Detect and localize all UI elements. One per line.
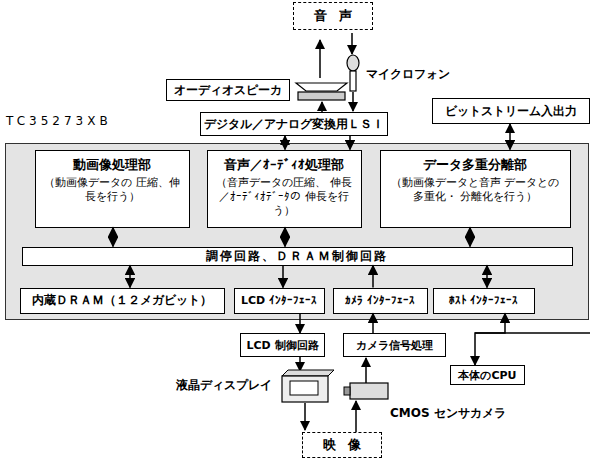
- mic-wire: [352, 92, 354, 111]
- external-dashed-box: 音声: [293, 2, 373, 30]
- node-title: カメラ信号処理: [356, 338, 433, 353]
- node-title: ｶﾒﾗ ｲﾝﾀｰﾌｪｰｽ: [345, 294, 415, 307]
- chip-block: TC35273XB動画像処理部（動画像データの 圧縮、伸長を行う）音声／ｵｰﾃﾞ…: [5, 143, 589, 320]
- circuit-box: LCD 制御回路: [240, 333, 325, 357]
- component-label: マイクロフォン: [366, 66, 450, 83]
- node-title: 本体のCPU: [458, 368, 516, 383]
- process-box: 動画像処理部 （動画像データの 圧縮、伸長を行う）: [35, 150, 190, 228]
- node-title: 映像: [311, 436, 373, 454]
- microphone-symbol: [347, 55, 359, 91]
- display-wire: [299, 357, 301, 371]
- camera-symbol: [344, 383, 388, 399]
- node-title: オーディオスピーカ: [174, 82, 282, 99]
- interface-box: ﾎｽﾄ ｲﾝﾀｰﾌｪｰｽ: [433, 288, 535, 314]
- circuit-box: カメラ信号処理: [343, 333, 446, 357]
- io-box: ビットストリーム入出力: [432, 98, 590, 124]
- lsi-box: デジタル／アナログ変換用ＬＳＩ: [200, 112, 388, 136]
- node-description: （動画像データの 圧縮、伸長を行う）: [42, 176, 183, 204]
- sound-in-arrow: [351, 33, 353, 54]
- node-description: （動画像データと音声 データとの多重化・ 分離化を行う）: [387, 176, 564, 204]
- node-description: （音声データの圧縮、 伸長／ｵｰﾃﾞｨｵﾃﾞｰﾀの 伸長を行う）: [214, 176, 355, 218]
- image-out-arrow: [304, 403, 306, 430]
- device-box: オーディオスピーカ: [166, 79, 290, 101]
- node-title: デジタル／アナログ変換用ＬＳＩ: [204, 116, 384, 133]
- node-title: 調停回路、ＤＲＡＭ制御回路: [206, 248, 388, 265]
- sound-out-arrow: [319, 40, 321, 78]
- speaker-wire: [321, 102, 323, 112]
- component-label: CMOS センサカメラ: [390, 405, 506, 422]
- speaker-symbol: [296, 83, 347, 100]
- node-title: LCD ｲﾝﾀｰﾌｪｰｽ: [241, 294, 317, 307]
- node-title: 動画像処理部: [73, 156, 151, 174]
- node-title: TC35273XB: [6, 114, 112, 128]
- component-label: 液晶ディスプレイ: [176, 377, 272, 394]
- external-dashed-box: 映像: [302, 432, 382, 458]
- node-title: データ多重分離部: [423, 156, 527, 174]
- cpu-box: 本体のCPU: [450, 365, 525, 385]
- interface-box: ｶﾒﾗ ｲﾝﾀｰﾌｪｰｽ: [333, 288, 428, 314]
- node-title: 内蔵ＤＲＡＭ（１２メガビット）: [32, 292, 212, 309]
- process-box: データ多重分離部 （動画像データと音声 データとの多重化・ 分離化を行う）: [380, 150, 571, 228]
- node-title: ﾎｽﾄ ｲﾝﾀｰﾌｪｰｽ: [449, 294, 519, 307]
- node-title: ビットストリーム入出力: [445, 103, 577, 120]
- camera-wire: [365, 358, 367, 383]
- process-box: 音声／ｵｰﾃﾞｨｵ処理部 （音声データの圧縮、 伸長／ｵｰﾃﾞｨｵﾃﾞｰﾀの 伸長…: [207, 150, 362, 228]
- memory-box: 内蔵ＤＲＡＭ（１２メガビット）: [20, 288, 225, 314]
- host-bus-line: [475, 332, 590, 334]
- node-title: 音声／ｵｰﾃﾞｨｵ処理部: [224, 156, 344, 174]
- controller-band: 調停回路、ＤＲＡＭ制御回路: [22, 247, 573, 266]
- node-title: 音声: [302, 7, 364, 25]
- connector-arrow: [475, 314, 505, 366]
- node-title: LCD 制御回路: [246, 338, 318, 353]
- display-symbol: [282, 370, 334, 402]
- image-in-arrow: [355, 401, 357, 432]
- interface-box: LCD ｲﾝﾀｰﾌｪｰｽ: [234, 288, 325, 314]
